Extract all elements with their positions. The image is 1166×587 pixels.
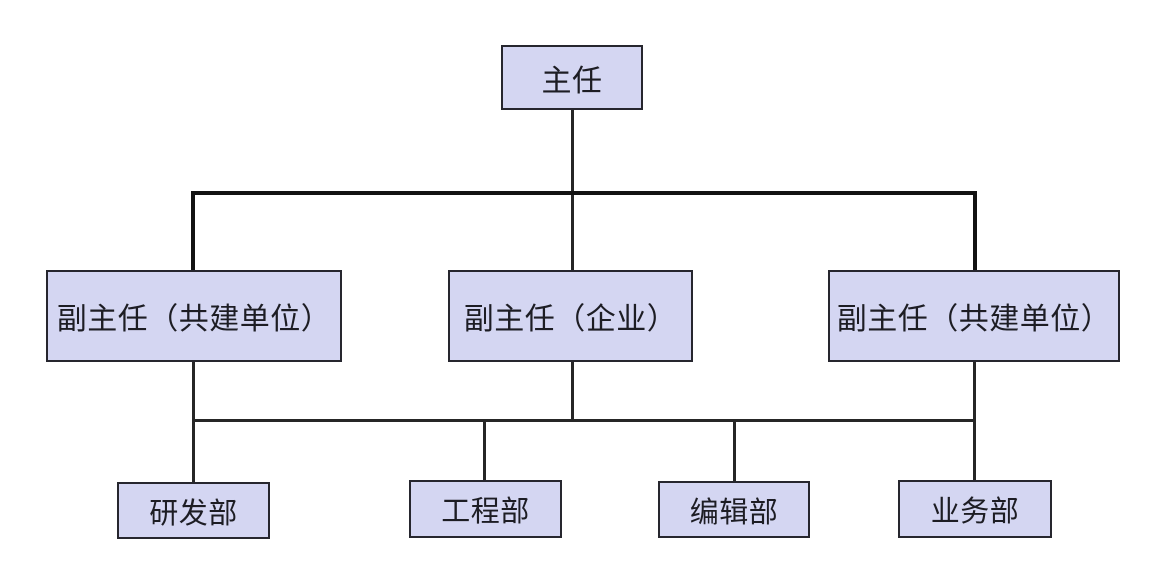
connector-bus-level2	[192, 419, 976, 422]
org-node-dept-eng: 工程部	[409, 480, 562, 538]
org-node-deputy-right: 副主任（共建单位）	[828, 270, 1120, 362]
org-node-dept-biz: 业务部	[898, 480, 1052, 538]
org-node-director-label: 主任	[541, 64, 603, 98]
connector-bus1-to-deputy-middle	[571, 195, 574, 270]
org-node-dept-rd: 研发部	[117, 482, 270, 539]
org-node-deputy-left: 副主任（共建单位）	[46, 270, 342, 362]
connector-bus-level1	[191, 191, 977, 195]
connector-deputy-middle-down	[571, 362, 574, 420]
connector-bus2-to-dept-rd	[192, 422, 195, 482]
org-node-dept-edit-label: 编辑部	[689, 496, 779, 529]
org-node-deputy-middle-label: 副主任（企业）	[463, 303, 678, 336]
connector-bus2-to-dept-biz	[973, 422, 976, 480]
connector-deputy-right-down	[973, 362, 976, 420]
connector-bus1-to-deputy-left	[191, 191, 195, 270]
org-node-dept-biz-label: 业务部	[930, 496, 1020, 528]
org-node-deputy-right-label: 副主任（共建单位）	[836, 303, 1112, 336]
org-node-deputy-left-label: 副主任（共建单位）	[56, 303, 332, 336]
org-node-deputy-middle: 副主任（企业）	[448, 270, 693, 362]
org-node-dept-edit: 编辑部	[658, 481, 810, 538]
connector-bus1-to-deputy-right	[973, 191, 977, 270]
connector-deputy-left-down	[192, 362, 195, 420]
connector-bus2-to-dept-eng	[483, 422, 486, 480]
connector-director-down	[571, 110, 574, 195]
org-node-director: 主任	[501, 45, 643, 110]
connector-bus2-to-dept-edit	[733, 422, 736, 481]
org-node-dept-rd-label: 研发部	[149, 497, 238, 530]
org-node-dept-eng-label: 工程部	[441, 496, 530, 528]
